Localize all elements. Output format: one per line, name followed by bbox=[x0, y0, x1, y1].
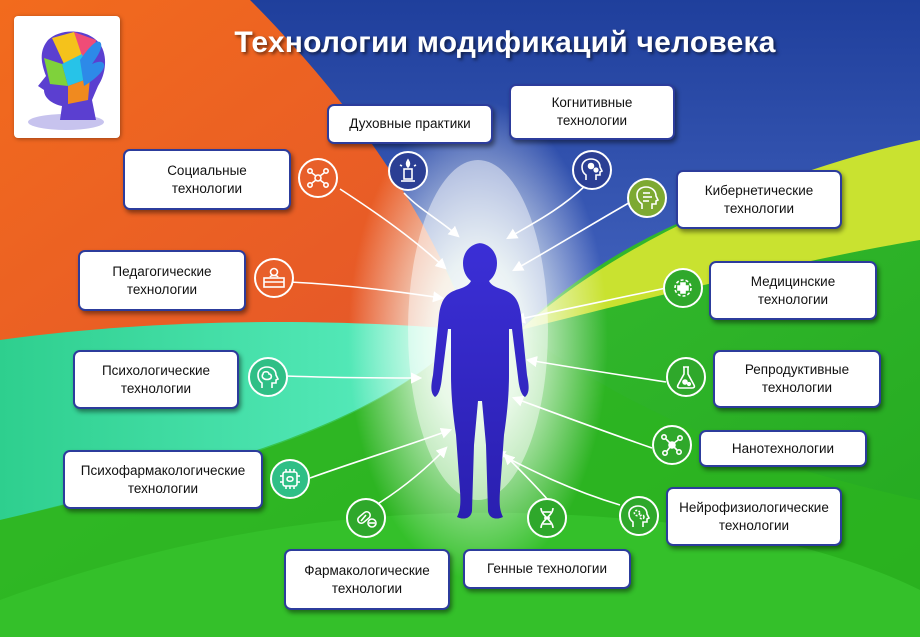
label-neurophysiological-technologies: Нейрофизиологические технологии bbox=[679, 499, 829, 533]
label-pedagogical-technologies: Педагогические технологии bbox=[112, 263, 212, 297]
label-cybernetic-technologies: Кибернетические технологии bbox=[704, 182, 814, 216]
dna-icon bbox=[527, 498, 567, 538]
molecule-icon bbox=[652, 425, 692, 465]
logo bbox=[14, 16, 120, 138]
box-psychopharmacological-technologies: Психофармакологические технологии bbox=[63, 450, 263, 509]
box-pedagogical-technologies: Педагогические технологии bbox=[78, 250, 246, 311]
box-genetic-technologies: Генные технологии bbox=[463, 549, 631, 589]
social-network-icon bbox=[298, 158, 338, 198]
label-cognitive-technologies: Когнитивные технологии bbox=[551, 95, 633, 128]
label-nanotechnologies: Нанотехнологии bbox=[731, 440, 835, 456]
colorful-head-logo-icon bbox=[28, 31, 106, 130]
label-social-technologies: Социальные технологии bbox=[167, 162, 247, 196]
box-nanotechnologies: Нанотехнологии bbox=[699, 430, 867, 467]
brain-head-icon bbox=[248, 357, 288, 397]
box-cybernetic-technologies: Кибернетические технологии bbox=[676, 170, 842, 229]
candle-icon bbox=[388, 151, 428, 191]
head-gears-icon bbox=[572, 150, 612, 190]
label-reproductive-technologies: Репродуктивные технологии bbox=[744, 362, 850, 395]
books-icon bbox=[254, 258, 294, 298]
box-reproductive-technologies: Репродуктивные технологии bbox=[713, 350, 881, 408]
flask-icon bbox=[666, 357, 706, 397]
head-cogs-icon bbox=[619, 496, 659, 536]
box-social-technologies: Социальные технологии bbox=[123, 149, 291, 210]
page-title: Технологии модификаций человека bbox=[234, 26, 776, 59]
label-genetic-technologies: Генные технологии bbox=[487, 561, 607, 577]
box-cognitive-technologies: Когнитивные технологии bbox=[509, 84, 675, 140]
brain-chip-icon bbox=[270, 459, 310, 499]
box-spiritual-practices: Духовные практики bbox=[327, 104, 493, 144]
box-pharmacological-technologies: Фармакологические технологии bbox=[284, 549, 450, 610]
box-medical-technologies: Медицинские технологии bbox=[709, 261, 877, 320]
cyber-head-icon bbox=[627, 178, 667, 218]
label-spiritual-practices: Духовные практики bbox=[349, 116, 471, 132]
label-pharmacological-technologies: Фармакологические технологии bbox=[304, 562, 430, 596]
box-neurophysiological-technologies: Нейрофизиологические технологии bbox=[666, 487, 842, 546]
label-medical-technologies: Медицинские технологии bbox=[750, 273, 836, 307]
label-psychopharmacological-technologies: Психофармакологические технологии bbox=[80, 462, 246, 496]
medical-cross-gear-icon bbox=[663, 268, 703, 308]
label-psychological-technologies: Психологические технологии bbox=[101, 362, 211, 396]
box-psychological-technologies: Психологические технологии bbox=[73, 350, 239, 409]
pills-icon bbox=[346, 498, 386, 538]
human-figure bbox=[431, 243, 529, 519]
arrows bbox=[285, 184, 667, 506]
